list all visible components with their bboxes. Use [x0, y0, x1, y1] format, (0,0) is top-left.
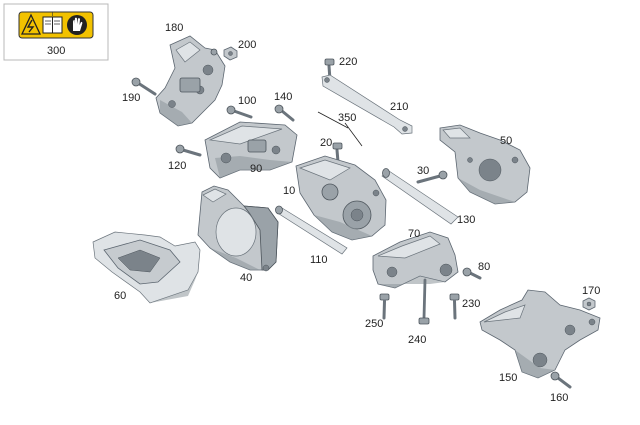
label-140: 140	[274, 91, 292, 103]
part-60-frame	[92, 231, 201, 304]
part-130-shaft	[381, 168, 459, 225]
label-120: 120	[168, 160, 186, 172]
part-200-nut	[223, 46, 238, 61]
label-10: 10	[283, 185, 295, 197]
label-90: 90	[250, 163, 262, 175]
label-180: 180	[165, 22, 183, 34]
part-10-gearbox	[295, 155, 387, 241]
label-100: 100	[238, 95, 256, 107]
label-170: 170	[582, 285, 600, 297]
part-190-bolt	[131, 77, 157, 96]
part-30-bolt	[416, 170, 448, 184]
warning-label-box: i 300	[3, 3, 109, 61]
label-230: 230	[462, 298, 480, 310]
part-150-mount-bracket	[479, 289, 601, 379]
part-160-bolt	[550, 371, 572, 389]
label-210: 210	[390, 101, 408, 113]
part-100-bolt	[226, 105, 253, 119]
label-130: 130	[457, 214, 475, 226]
label-40: 40	[240, 272, 252, 284]
label-150: 150	[499, 372, 517, 384]
label-350-leaders	[317, 111, 363, 147]
part-110-shaft	[275, 205, 348, 255]
label-110: 110	[310, 254, 328, 266]
svg-text:i: i	[52, 12, 53, 18]
label-160: 160	[550, 392, 568, 404]
label-240: 240	[408, 334, 426, 346]
label-30: 30	[417, 165, 429, 177]
part-230-bolt	[449, 293, 460, 320]
part-50-cover	[439, 124, 531, 205]
part-70-bracket	[372, 231, 459, 289]
part-140-bolt	[274, 104, 295, 122]
label-50: 50	[500, 135, 512, 147]
part-180-mount-bracket	[155, 35, 226, 127]
read-manual-icon: i	[42, 12, 63, 34]
label-220: 220	[339, 56, 357, 68]
part-250-bolt	[379, 293, 390, 320]
label-60: 60	[114, 290, 126, 302]
label-350: 350	[338, 112, 356, 124]
part-80-bolt	[462, 267, 482, 280]
label-250: 250	[365, 318, 383, 330]
part-210-strut	[321, 74, 413, 135]
label-190: 190	[122, 92, 140, 104]
label-20: 20	[320, 137, 332, 149]
part-40-motor	[197, 185, 279, 272]
label-70: 70	[408, 228, 420, 240]
part-labels: 180 200 220 190 140 100 210 350 50 20 12…	[114, 22, 600, 404]
label-300: 300	[47, 45, 65, 57]
part-240-bolt	[418, 278, 430, 325]
electrical-hazard-icon	[20, 13, 42, 35]
label-200: 200	[238, 39, 256, 51]
label-80: 80	[478, 261, 490, 273]
part-170-nut	[582, 297, 596, 311]
no-touch-hand-icon	[67, 15, 87, 35]
part-120-bolt	[175, 144, 202, 157]
part-90-housing	[204, 121, 298, 179]
